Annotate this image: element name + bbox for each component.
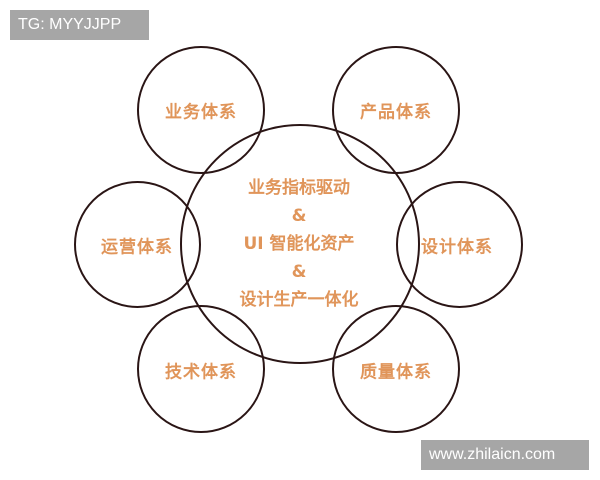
design-system-circle: [396, 181, 523, 308]
design-system-label: 设计体系: [421, 237, 493, 258]
watermark-bottom-right: www.zhilaicn.com: [421, 440, 589, 470]
center-line-ampersand-2: &: [291, 262, 307, 282]
center-line-ampersand-1: &: [291, 206, 307, 226]
center-text-block: 业务指标驱动 & UI 智能化资产 & 设计生产一体化: [240, 174, 359, 314]
product-system-circle: [332, 46, 460, 174]
business-system-circle: [137, 46, 265, 174]
quality-system-label: 质量体系: [360, 362, 432, 383]
center-line-design-production: 设计生产一体化: [239, 290, 359, 310]
tech-system-circle: [137, 305, 265, 433]
center-line-ui-assets: UI 智能化资产: [243, 234, 355, 254]
center-line-business-metrics: 业务指标驱动: [248, 178, 350, 198]
quality-system-circle: [332, 305, 460, 433]
tech-system-label: 技术体系: [165, 362, 237, 383]
watermark-top-left: TG: MYYJJPP: [10, 10, 149, 40]
product-system-label: 产品体系: [360, 102, 432, 123]
operation-system-circle: [74, 181, 201, 308]
business-system-label: 业务体系: [165, 102, 237, 123]
operation-system-label: 运营体系: [101, 237, 173, 258]
